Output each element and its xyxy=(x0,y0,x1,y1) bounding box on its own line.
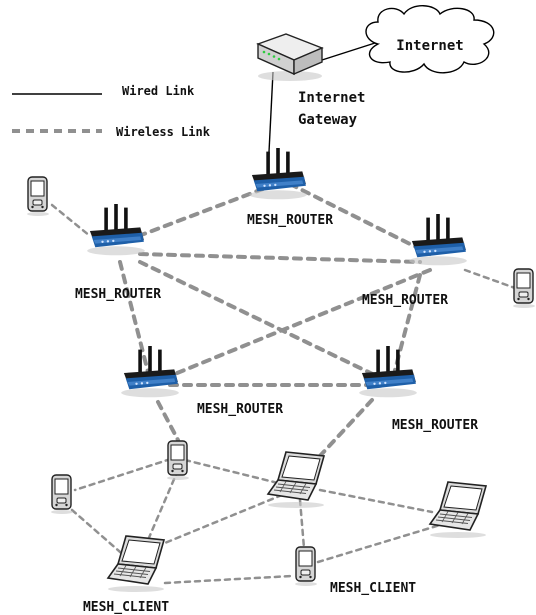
router-icon xyxy=(249,148,307,200)
pda-icon xyxy=(166,440,190,480)
wireless-link-midleft-pda xyxy=(156,400,180,442)
mesh-router-left: MESH_ROUTER xyxy=(75,204,161,302)
pda-icon xyxy=(512,268,536,308)
router-label: MESH_ROUTER xyxy=(247,213,333,228)
pda-icon xyxy=(294,546,318,586)
laptop-icon xyxy=(267,451,325,508)
wireless-link-laptopcenter-laptopleft xyxy=(158,493,284,547)
wireless-link-laptopcenter-laptopright xyxy=(318,488,434,514)
mesh-router-mid-left: MESH_ROUTER xyxy=(121,346,283,417)
cloud-icon xyxy=(365,5,495,74)
router-icon xyxy=(409,214,467,266)
mesh-router-right: MESH_ROUTER xyxy=(362,214,467,308)
wireless-link-pdabottom-laptopright xyxy=(316,523,442,564)
wireless-link-right-midright xyxy=(393,273,422,372)
wireless-link-left-right xyxy=(138,252,422,264)
router-label: MESH_ROUTER xyxy=(392,418,478,433)
router-icon xyxy=(121,346,179,398)
wired-link-gateway-internet xyxy=(321,42,376,61)
internet-gateway: Internet Gateway xyxy=(256,33,365,128)
wireless-link-pda-routerleft xyxy=(50,203,92,238)
client-label-right: MESH_CLIENT xyxy=(330,581,416,596)
internet-cloud: Internet xyxy=(365,5,495,74)
wireless-link-laptopcenter-pdabottom xyxy=(298,498,306,550)
gateway-label-line1: Internet xyxy=(298,90,365,106)
mesh-router-mid-right: MESH_ROUTER xyxy=(359,346,478,433)
internet-label: Internet xyxy=(396,38,463,54)
router-icon xyxy=(87,204,145,256)
router-label: MESH_ROUTER xyxy=(75,287,161,302)
legend-wireless-label: Wireless Link xyxy=(116,125,211,139)
wireless-links xyxy=(50,182,517,585)
router-label: MESH_ROUTER xyxy=(197,402,283,417)
laptop-icon xyxy=(107,535,165,592)
wireless-link-pda-laptopcenter xyxy=(183,458,284,486)
pda-icon xyxy=(26,176,50,216)
router-label: MESH_ROUTER xyxy=(362,293,448,308)
wireless-link-pda-pdaleft xyxy=(73,454,182,492)
wireless-link-laptopleft-pdabottom xyxy=(163,574,294,585)
legend: Wired Link Wireless Link xyxy=(12,84,211,139)
gateway-icon xyxy=(256,33,324,81)
wireless-link-midright-laptop xyxy=(316,398,374,460)
pda-icon xyxy=(50,474,74,514)
legend-wired-label: Wired Link xyxy=(122,84,195,98)
laptop-icon xyxy=(429,481,487,538)
wireless-link-left-midright xyxy=(138,260,387,382)
wireless-link-top-right xyxy=(288,182,432,256)
mesh-router-top: MESH_ROUTER xyxy=(247,148,333,228)
wireless-link-pda-routerright xyxy=(463,268,517,290)
wireless-link-pda-laptopleft xyxy=(146,468,180,542)
client-label-left: MESH_CLIENT xyxy=(83,600,169,615)
wireless-link-left-midleft xyxy=(118,260,152,382)
gateway-label-line2: Gateway xyxy=(298,112,358,128)
wireless-link-right-midleft xyxy=(158,268,432,382)
